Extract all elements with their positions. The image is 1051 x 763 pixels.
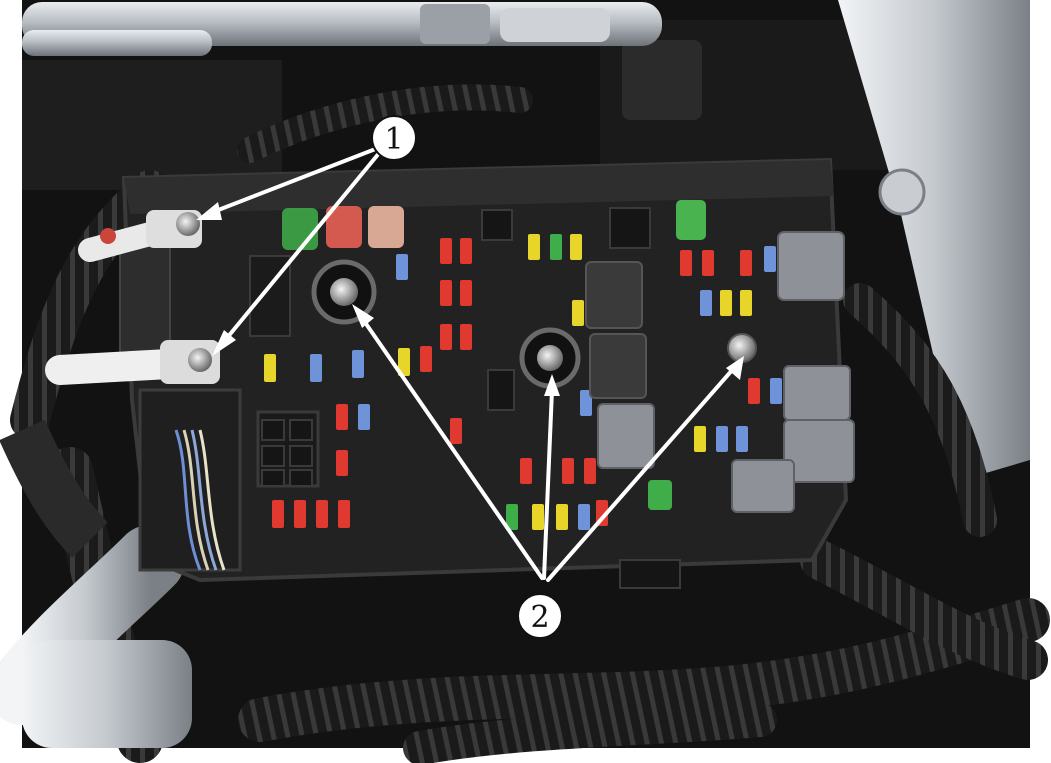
right-strut <box>838 0 1030 480</box>
relays <box>585 231 855 513</box>
battery-stud-upper <box>176 212 200 236</box>
callout-1-label: 1 <box>384 122 403 157</box>
callout-2-label: 2 <box>530 600 549 635</box>
callout-arrows <box>196 146 744 582</box>
battery-stud-lower <box>188 348 212 372</box>
callout-2-marker: 2 <box>517 593 563 639</box>
callout-1-marker: 1 <box>371 115 417 161</box>
mini-fuses <box>264 234 782 530</box>
ac-line-top <box>22 2 662 56</box>
mounting-bolt-left <box>311 259 377 325</box>
mounting-bolt-center <box>519 327 581 389</box>
ac-line-bottom-left <box>0 419 192 748</box>
empty-fuse-slots <box>261 207 681 589</box>
cartridge-fuses <box>282 200 706 250</box>
